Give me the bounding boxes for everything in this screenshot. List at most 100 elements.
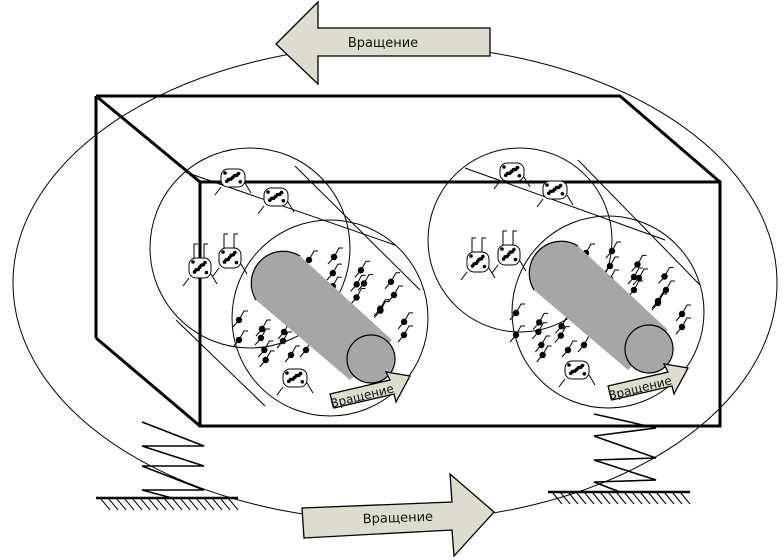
bundle-dot xyxy=(199,263,204,268)
bundle-leg xyxy=(214,186,222,196)
bundle-dot xyxy=(508,250,513,255)
chain-link xyxy=(332,263,342,274)
bundle-dot xyxy=(224,258,228,262)
chain-link xyxy=(560,326,570,336)
top-arrow-shape xyxy=(275,0,491,86)
hatch-line xyxy=(187,497,199,511)
chain-link xyxy=(651,300,659,309)
box-back-face xyxy=(96,94,721,184)
chain-link xyxy=(393,285,403,296)
bundle-leg xyxy=(287,201,295,213)
hatch-line xyxy=(179,497,191,511)
chain-link xyxy=(397,321,405,330)
left-drum-front-circle xyxy=(231,219,429,417)
hatch-line xyxy=(203,497,215,511)
chain-link xyxy=(665,280,675,291)
chain-link xyxy=(605,250,613,259)
chain-link xyxy=(260,328,270,339)
chain-link xyxy=(659,289,667,298)
bundle-dot xyxy=(554,185,559,190)
left-cylinder-back-cap xyxy=(250,250,301,301)
bundle-dot xyxy=(275,192,280,197)
chain-link xyxy=(632,277,640,286)
hatch-line xyxy=(639,491,651,505)
bundle-leg xyxy=(491,264,499,274)
chain-link xyxy=(611,241,621,252)
chain-link xyxy=(537,322,548,333)
chain-link xyxy=(255,328,263,337)
chain-link xyxy=(532,331,539,340)
hatch-line xyxy=(575,491,587,505)
bottom-arrow-shape xyxy=(301,472,495,558)
chain-link xyxy=(354,269,362,278)
bundle-dot xyxy=(469,254,473,258)
chain-link xyxy=(373,308,381,317)
particle-bundle xyxy=(493,162,531,190)
particle-chain xyxy=(579,243,691,335)
particle-bundle xyxy=(276,368,314,396)
bundle-dot xyxy=(505,171,510,176)
chain-link xyxy=(555,325,562,334)
hatch-line xyxy=(139,497,151,511)
bundle-dot xyxy=(226,177,231,182)
bundle-leg xyxy=(519,260,527,272)
hatch-line xyxy=(623,491,635,505)
bundle-dot xyxy=(300,380,305,384)
bundle-dot xyxy=(229,253,234,258)
chain-link xyxy=(538,312,549,323)
bundle-hook xyxy=(502,230,507,245)
bundle-dot xyxy=(294,373,299,378)
chain-link xyxy=(540,335,551,346)
chain-link xyxy=(542,345,552,356)
bundle-dot xyxy=(204,270,209,275)
bundle-dot xyxy=(503,255,507,259)
hatch-line xyxy=(131,497,143,511)
chain-link xyxy=(332,276,342,287)
bundle-dot xyxy=(481,254,485,259)
hatch-line xyxy=(99,497,111,511)
bundle-dot xyxy=(194,268,198,272)
hatch-line xyxy=(607,491,619,505)
chain-link xyxy=(379,299,390,309)
chain-link xyxy=(308,250,318,261)
bundle-dot xyxy=(511,167,516,172)
hatch-line xyxy=(567,491,579,505)
chain-link xyxy=(403,312,414,323)
bundle-dot xyxy=(548,189,553,194)
right-spring-support xyxy=(548,413,691,505)
bundle-dot xyxy=(223,171,227,175)
hatch-line xyxy=(671,491,683,505)
top-rotation-arrow: Вращение xyxy=(275,0,491,86)
hatch-line xyxy=(583,491,595,505)
chain-link xyxy=(631,264,638,272)
chain-link xyxy=(403,325,413,336)
bundle-leg xyxy=(558,378,566,388)
chain-link xyxy=(554,335,562,343)
chain-link xyxy=(363,274,373,284)
particle-chain xyxy=(327,247,403,303)
chain-link xyxy=(276,340,284,349)
particle-bundle xyxy=(460,237,496,281)
chain-link xyxy=(664,267,674,277)
hatch-line xyxy=(647,491,659,505)
bundle-hook xyxy=(223,233,228,248)
chain-link xyxy=(290,345,300,356)
hatch-line xyxy=(615,491,627,505)
particle-bundle xyxy=(182,243,218,287)
bundle-leg xyxy=(588,374,596,386)
bundle-leg xyxy=(276,386,284,396)
left-cylinder xyxy=(250,250,396,384)
bundle-leg xyxy=(306,382,314,394)
bundle-hook xyxy=(471,237,476,252)
chain-link xyxy=(651,302,659,311)
bundle-dot xyxy=(500,247,504,251)
box-container xyxy=(94,94,722,428)
bundle-dot xyxy=(513,257,518,262)
top-arrow-label: Вращение xyxy=(348,36,418,51)
particle-chain xyxy=(605,241,675,298)
bundle-dot xyxy=(560,192,565,196)
left-cyl-arrow-shape xyxy=(329,371,412,409)
left-drum-back-circle xyxy=(149,147,351,349)
bundle-leg xyxy=(566,194,574,206)
